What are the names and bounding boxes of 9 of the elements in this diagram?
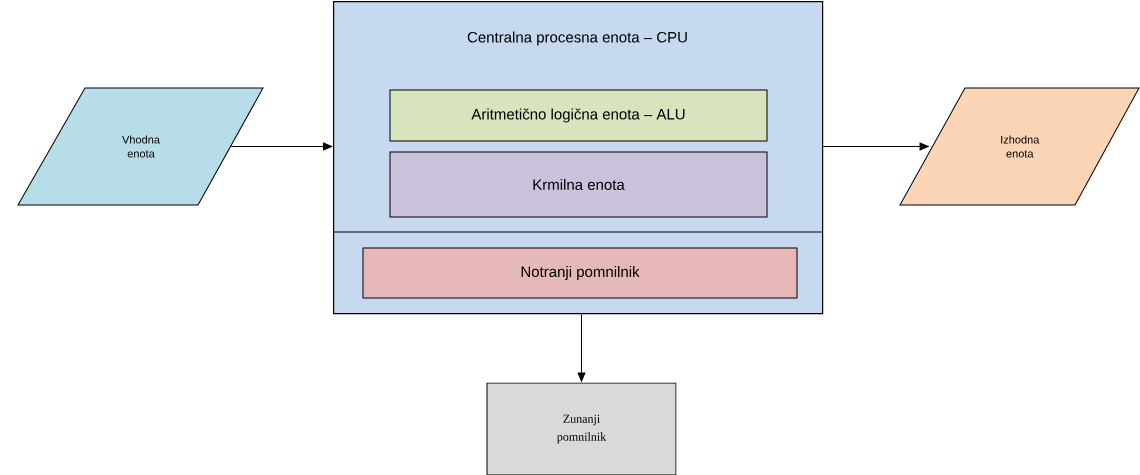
- unit-box: Krmilna enota: [389, 151, 768, 218]
- storage-box: Zunanji pomnilnik: [486, 382, 677, 475]
- io-parallelogram: Vhodna enota: [17, 87, 264, 206]
- arrow: [230, 142, 333, 151]
- unit-box: Notranji pomnilnik: [362, 247, 798, 299]
- arrow: [822, 142, 929, 151]
- arrow: [577, 313, 586, 382]
- unit-box: Aritmetično logična enota – ALU: [389, 89, 768, 142]
- io-parallelogram: Izhodna enota: [899, 87, 1140, 206]
